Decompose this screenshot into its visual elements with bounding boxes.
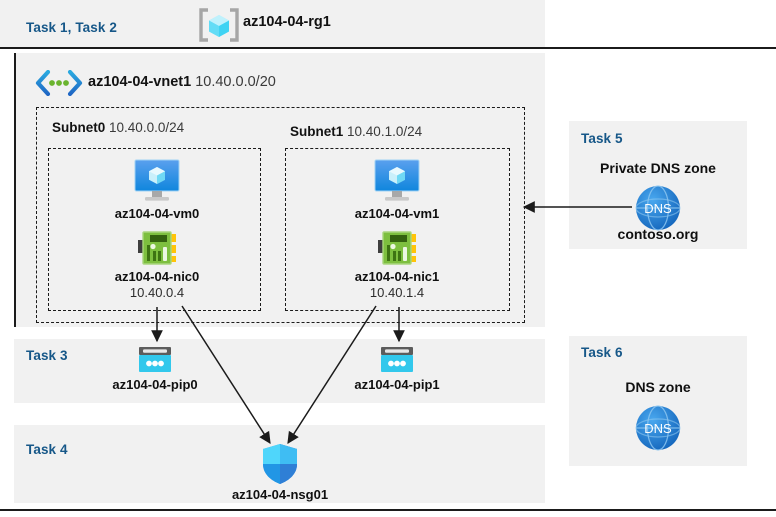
subnet1-cidr: 10.40.1.0/24	[347, 124, 423, 139]
virtual-machine-icon	[134, 159, 180, 201]
network-security-group-shield-icon	[263, 444, 297, 484]
subnet1-box	[285, 148, 510, 311]
public-ip-address-icon	[139, 347, 171, 372]
nic0-ip: 10.40.0.4	[129, 285, 185, 300]
pip0-label: az104-04-pip0	[112, 377, 198, 392]
public-ip-address-icon	[381, 347, 413, 372]
resource-group-cube-icon	[199, 8, 239, 42]
virtual-machine-icon	[374, 159, 420, 201]
subnet0-name: Subnet0	[52, 120, 106, 135]
dns-icon-text: DNS	[644, 201, 672, 216]
vnet-name: az104-04-vnet1	[88, 74, 192, 90]
footer-divider	[0, 509, 776, 511]
node-vm0[interactable]: az104-04-vm0	[95, 158, 219, 221]
dns-icon-text: DNS	[644, 421, 672, 436]
subnet1-name: Subnet1	[290, 124, 344, 139]
virtual-network-icon	[35, 70, 83, 96]
private-dns-zone-title: Private DNS zone	[600, 160, 716, 176]
node-nsg[interactable]: az104-04-nsg01	[220, 443, 340, 502]
subnet0-box	[48, 148, 261, 311]
resource-group-name: az104-04-rg1	[243, 14, 331, 30]
subnet0-cidr: 10.40.0.0/24	[109, 120, 185, 135]
public-ip-panel	[14, 339, 545, 403]
nic1-label: az104-04-nic1	[354, 269, 440, 284]
virtual-network-panel	[14, 53, 545, 327]
dns-zone-title: DNS zone	[625, 379, 691, 395]
node-nic1[interactable]: az104-04-nic1 10.40.1.4	[335, 229, 459, 300]
vm0-label: az104-04-vm0	[114, 206, 200, 221]
node-pip1[interactable]: az104-04-pip1	[337, 345, 457, 392]
node-pip0[interactable]: az104-04-pip0	[95, 345, 215, 392]
node-vm1[interactable]: az104-04-vm1	[335, 158, 459, 221]
dns-zone-globe-icon[interactable]: DNS	[634, 404, 682, 452]
vnet-cidr: 10.40.0.0/20	[195, 74, 276, 90]
nsg-label: az104-04-nsg01	[231, 487, 329, 502]
task-label-3: Task 3	[26, 348, 68, 363]
nic0-label: az104-04-nic0	[114, 269, 200, 284]
task-label-4: Task 4	[26, 442, 68, 457]
task-label-5: Task 5	[581, 131, 623, 146]
dns-zone-globe-icon[interactable]: DNS	[634, 184, 682, 232]
network-interface-icon	[378, 231, 416, 265]
task-label-6: Task 6	[581, 345, 623, 360]
subnet1-label: Subnet1 10.40.1.0/24	[290, 124, 422, 139]
private-dns-zone-name: contoso.org	[617, 226, 699, 242]
header-divider	[0, 47, 776, 49]
node-nic0[interactable]: az104-04-nic0 10.40.0.4	[95, 229, 219, 300]
vm1-label: az104-04-vm1	[354, 206, 440, 221]
virtual-network-title: az104-04-vnet1 10.40.0.0/20	[88, 74, 276, 90]
task-label-1-2: Task 1, Task 2	[26, 20, 117, 35]
resource-group-band	[0, 0, 545, 47]
pip1-label: az104-04-pip1	[354, 377, 440, 392]
network-interface-icon	[138, 231, 176, 265]
nic1-ip: 10.40.1.4	[369, 285, 425, 300]
subnets-container	[36, 107, 525, 323]
subnet0-label: Subnet0 10.40.0.0/24	[52, 120, 184, 135]
